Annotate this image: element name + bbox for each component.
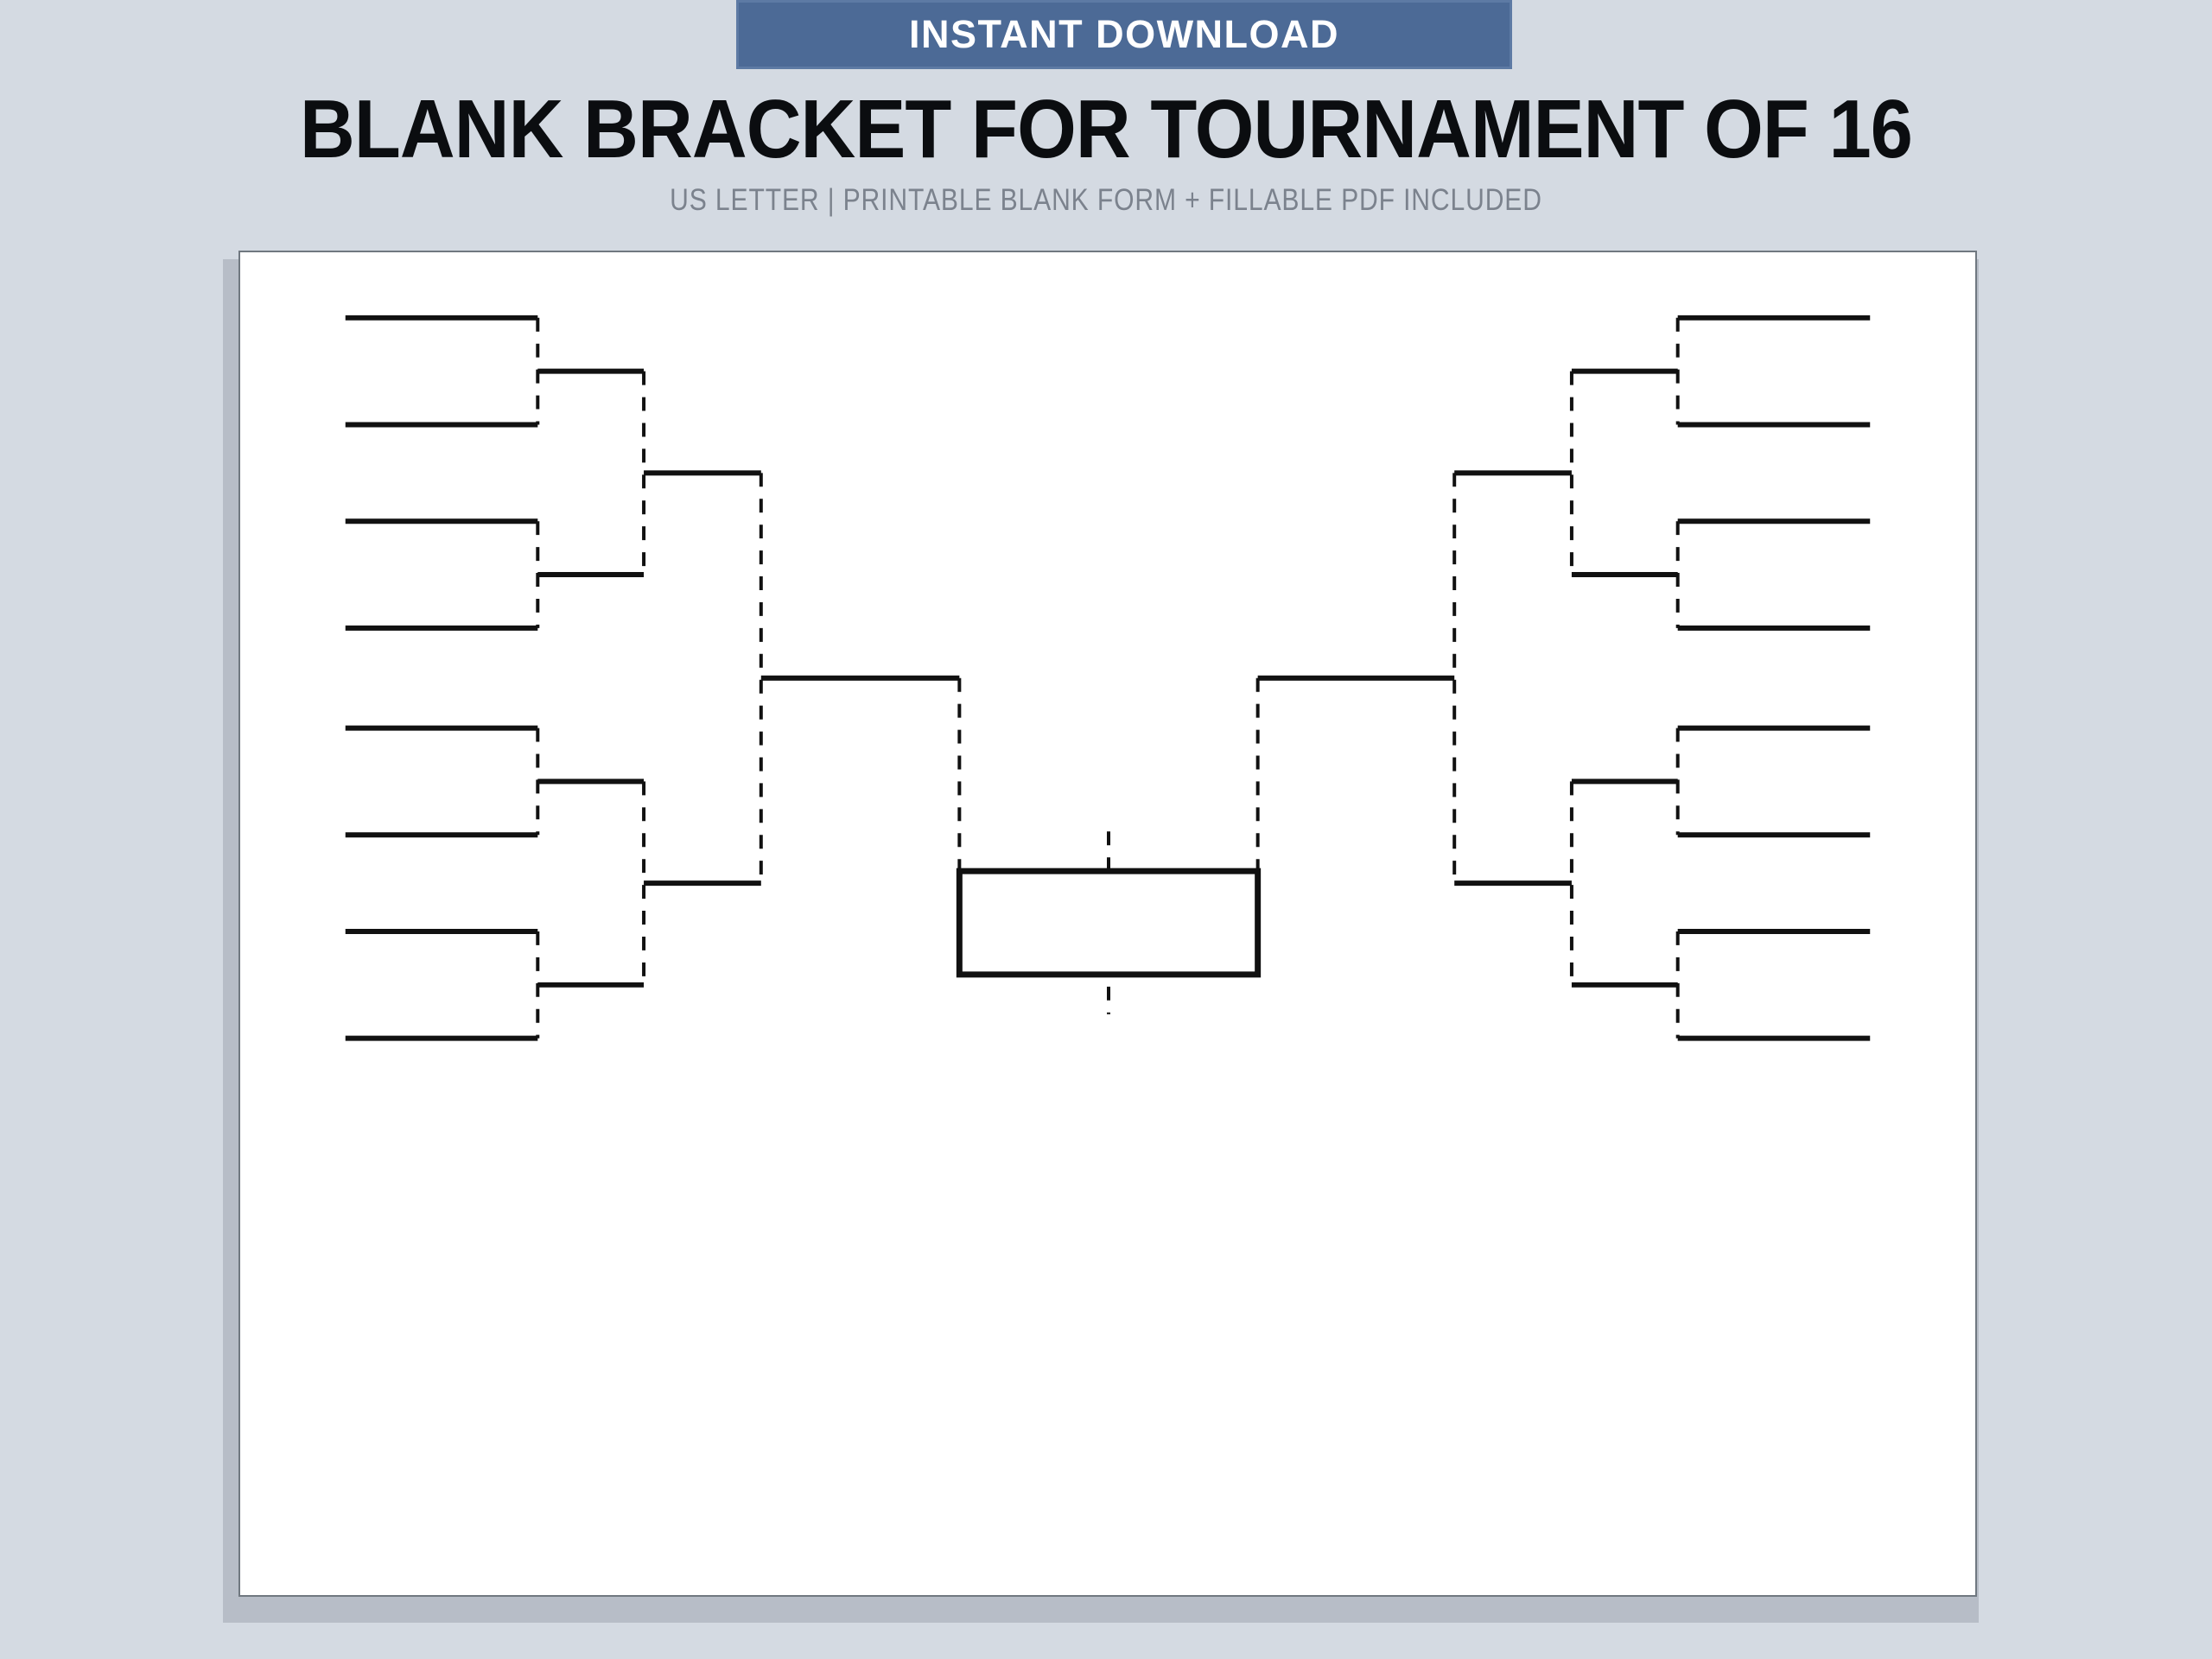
tournament-bracket-diagram: [345, 315, 1871, 1041]
page-title: BLANK BRACKET FOR TOURNAMENT OF 16: [300, 83, 1913, 175]
banner-label: INSTANT DOWNLOAD: [908, 12, 1340, 56]
champion-box[interactable]: [956, 868, 1262, 978]
instant-download-banner: INSTANT DOWNLOAD: [736, 0, 1512, 69]
page-subtitle: US LETTER | PRINTABLE BLANK FORM + FILLA…: [670, 183, 1542, 217]
bracket-sheet: [238, 251, 1977, 1597]
